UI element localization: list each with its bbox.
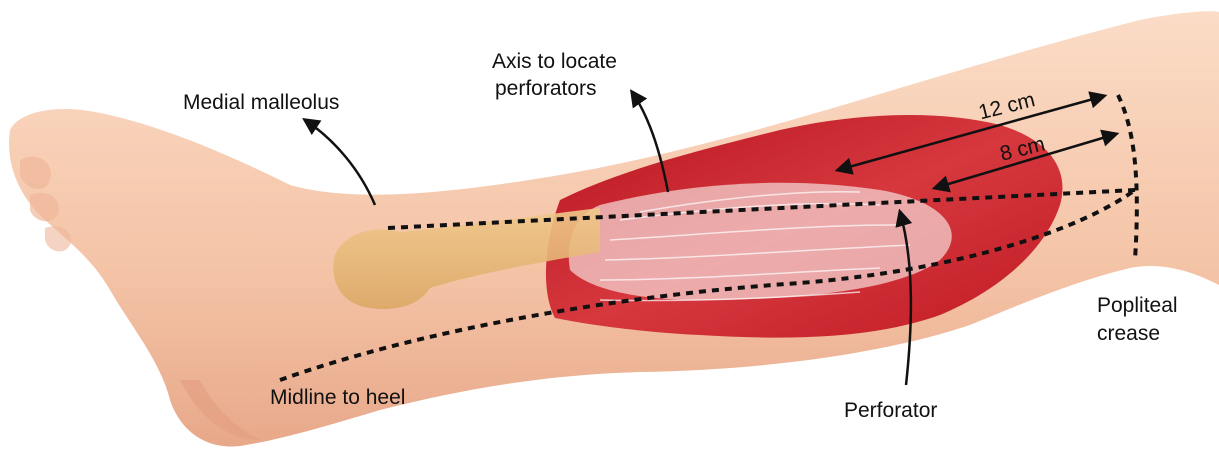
label-axis-line1: Axis to locate xyxy=(492,50,617,73)
label-medial-malleolus: Medial malleolus xyxy=(183,91,339,114)
label-perforator: Perforator xyxy=(844,399,937,422)
label-midline-to-heel: Midline to heel xyxy=(270,386,405,409)
label-popliteal-line2: crease xyxy=(1097,322,1160,345)
label-axis-line2: perforators xyxy=(495,77,597,100)
label-popliteal-line1: Popliteal xyxy=(1097,294,1178,317)
